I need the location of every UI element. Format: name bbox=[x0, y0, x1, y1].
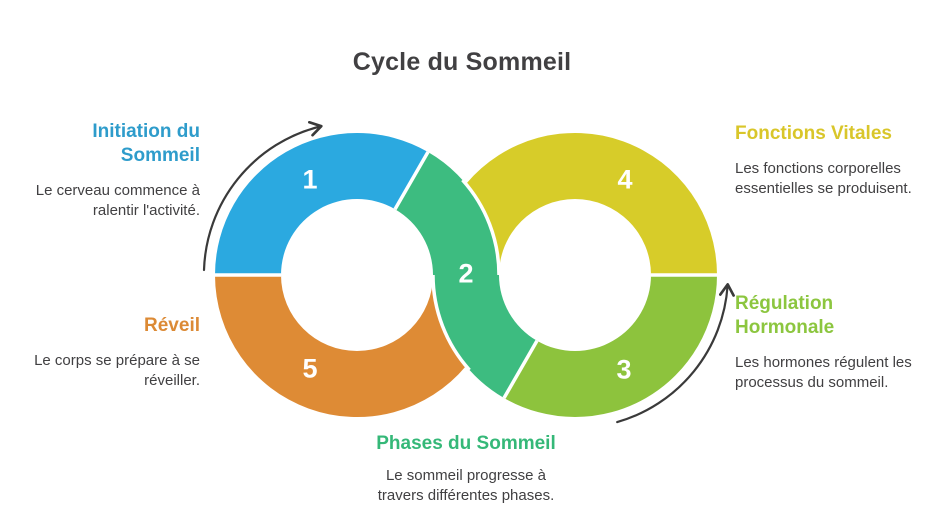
step-4-label-block: Fonctions Vitales Les fonctions corporel… bbox=[735, 122, 915, 198]
step-number-5: 5 bbox=[302, 353, 318, 384]
step-number-4: 4 bbox=[617, 164, 633, 195]
segment-4-fonctions bbox=[466, 132, 717, 275]
step-3-label-block: Régulation Hormonale Les hormones régule… bbox=[735, 292, 915, 392]
segment-2-phases bbox=[395, 152, 537, 398]
step-3-description: Les hormones régulent les processus du s… bbox=[735, 354, 912, 391]
step-4-description: Les fonctions corporelles essentielles s… bbox=[735, 160, 912, 197]
step-2-description: Le sommeil progresse à travers différent… bbox=[377, 467, 555, 504]
arrow-top-left bbox=[202, 120, 323, 272]
step-1-heading: Initiation du Sommeil bbox=[92, 121, 200, 166]
step-5-description: Le corps se prépare à se réveiller. bbox=[34, 352, 200, 389]
segment-1-initiation bbox=[215, 132, 428, 275]
step-number-2: 2 bbox=[458, 258, 474, 289]
segment-5-reveil bbox=[214, 275, 466, 418]
page-title: Cycle du Sommeil bbox=[352, 48, 572, 76]
segment-gaps bbox=[215, 151, 717, 399]
step-5-label-block: Réveil Le corps se prépare à se réveille… bbox=[18, 314, 200, 390]
arrow-bottom-right bbox=[616, 283, 735, 424]
step-5-heading: Réveil bbox=[144, 315, 200, 336]
step-3-heading: Régulation Hormonale bbox=[735, 293, 835, 338]
step-2-label-block: Phases du Sommeil Le sommeil progresse à… bbox=[363, 432, 569, 505]
segment-3-regulation bbox=[504, 275, 717, 418]
step-number-1: 1 bbox=[302, 164, 318, 195]
step-number-3: 3 bbox=[616, 354, 632, 385]
step-1-description: Le cerveau commence à ralentir l'activit… bbox=[35, 182, 200, 219]
step-2-heading: Phases du Sommeil bbox=[376, 433, 556, 454]
step-4-heading: Fonctions Vitales bbox=[735, 123, 892, 144]
step-1-label-block: Initiation du Sommeil Le cerveau commenc… bbox=[18, 120, 200, 220]
